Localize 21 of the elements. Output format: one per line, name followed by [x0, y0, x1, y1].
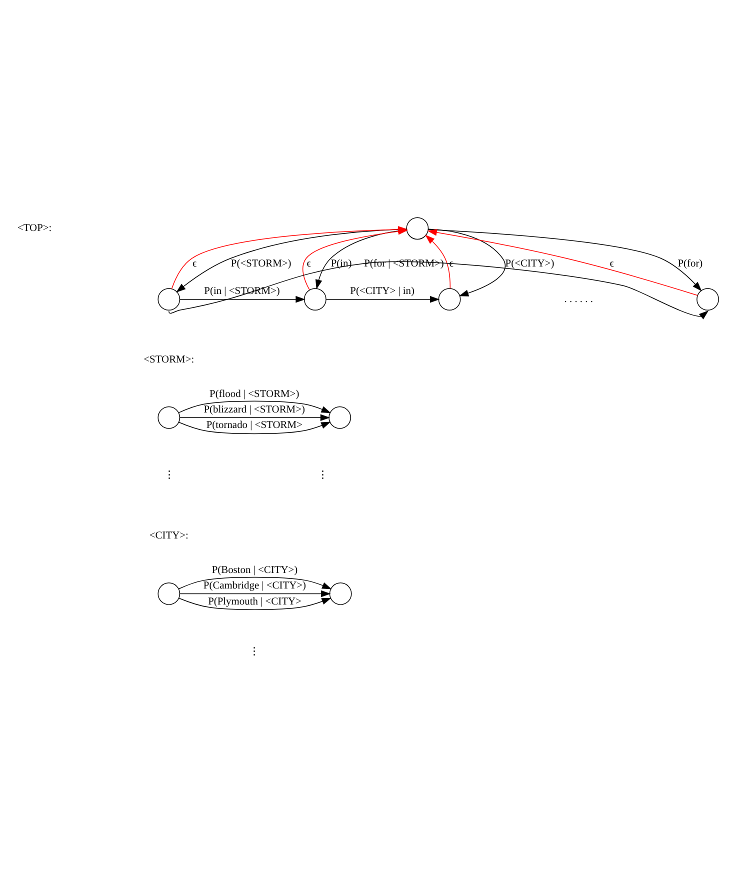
edge-label: P(in)	[330, 258, 352, 270]
edge-label: P(Cambridge | <CITY>)	[203, 580, 306, 592]
label: <STORM>:	[144, 354, 194, 366]
edge-label: P(<STORM>)	[230, 258, 292, 270]
edge-label: P(for)	[678, 258, 703, 270]
label: <CITY>:	[149, 530, 188, 542]
label: . . . . . .	[564, 294, 593, 306]
edge-label: P(tornado | <STORM>	[206, 420, 302, 432]
edge-label: ϵ	[192, 258, 197, 270]
label: ⋮	[164, 470, 174, 482]
edge-label: P(blizzard | <STORM>)	[204, 404, 305, 416]
edge-label: P(Boston | <CITY>)	[212, 564, 298, 576]
edge-label: P(Plymouth | <CITY>	[208, 596, 302, 608]
edge-label: P(flood | <STORM>)	[210, 388, 300, 400]
edge-label: P(<CITY> | in)	[350, 286, 415, 298]
label: <TOP>:	[17, 223, 52, 234]
label: ⋮	[318, 470, 328, 482]
label: ⋮	[248, 646, 259, 658]
edge-label: ϵ	[306, 258, 311, 270]
edge-label: P(<CITY>)	[505, 258, 554, 270]
edge-label: ϵ	[610, 258, 614, 270]
